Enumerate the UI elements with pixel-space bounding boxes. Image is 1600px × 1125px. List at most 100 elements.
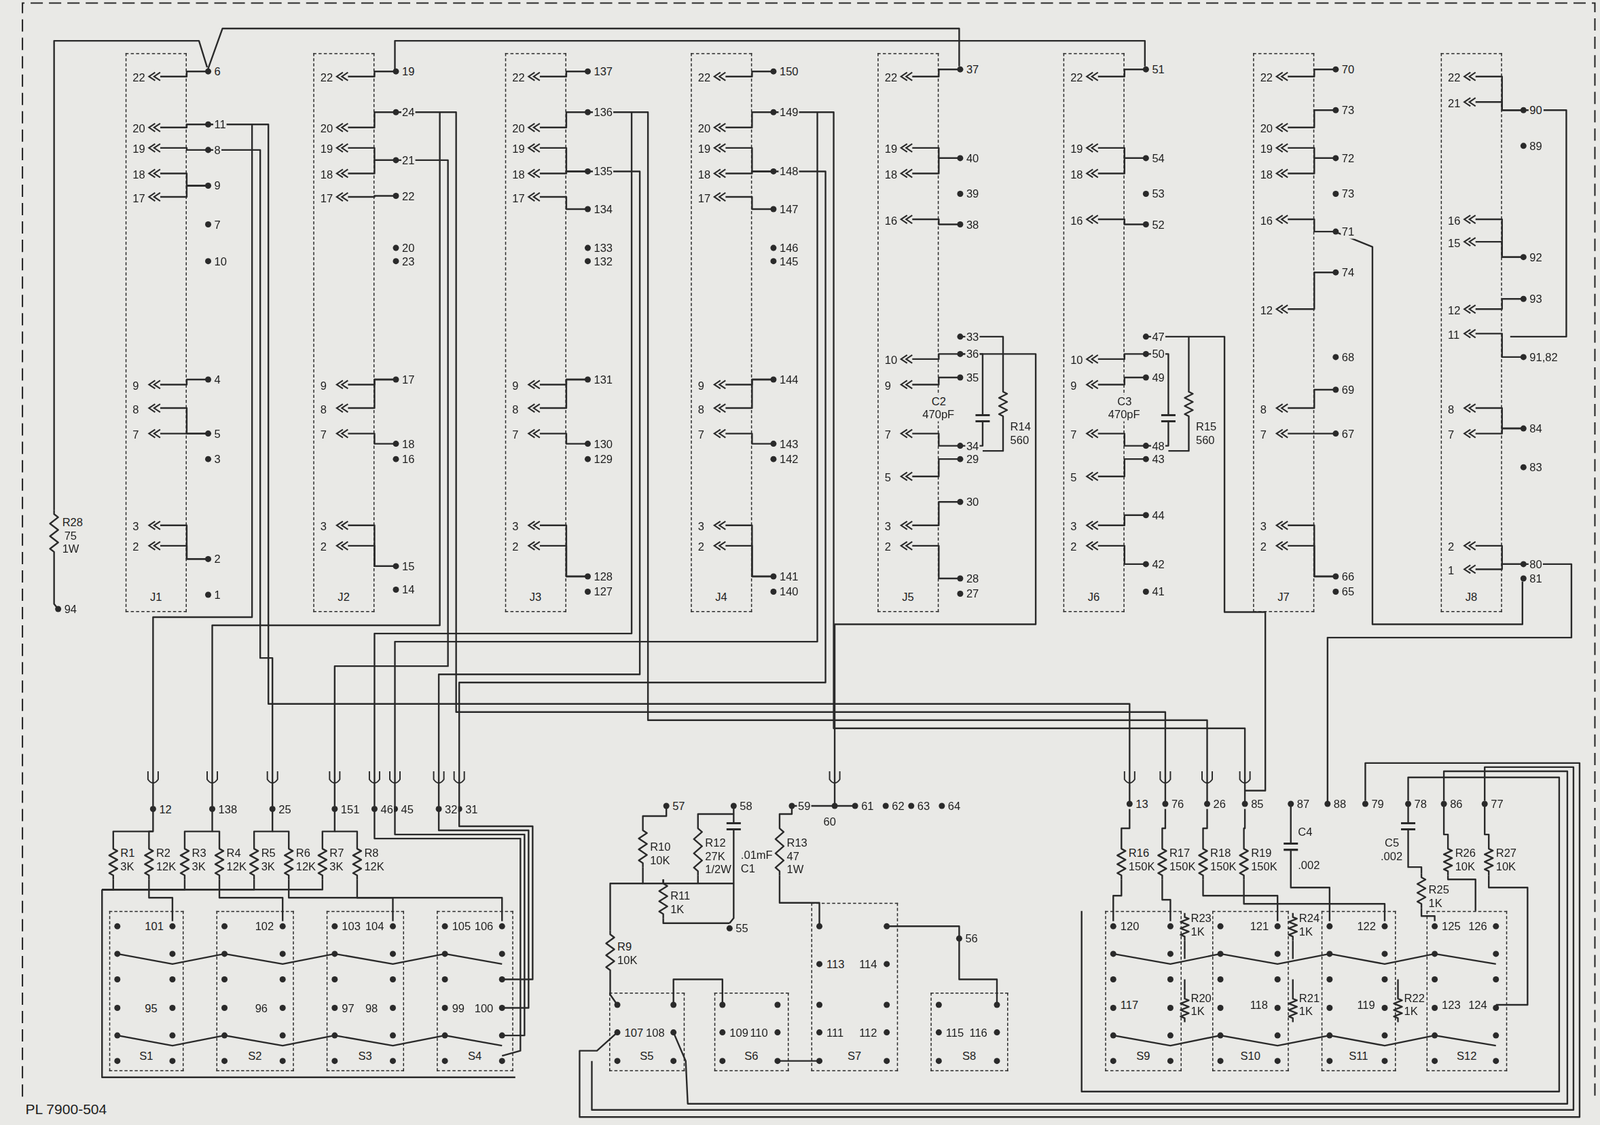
resistor-label: R1 (119, 846, 136, 860)
terminal-dot (1161, 801, 1169, 808)
terminal-dot (1110, 950, 1117, 957)
pin-symbol (148, 380, 161, 389)
pin-symbol (901, 521, 913, 530)
component-value: 150K (1168, 859, 1197, 874)
component-value: 1K (1189, 1004, 1206, 1018)
pin-symbol (148, 143, 161, 153)
terminal-dot (584, 573, 591, 580)
terminal-dot (770, 258, 777, 265)
terminal-dot (1142, 154, 1150, 161)
terminal-dot (279, 950, 286, 957)
wire (184, 809, 213, 846)
wire (1421, 907, 1435, 922)
pin-number: 12 (1259, 303, 1274, 318)
terminal-number: 133 (592, 241, 614, 255)
pin-number: 3 (1069, 520, 1078, 534)
terminal-number: 15 (401, 559, 416, 574)
component-value: 27K (704, 849, 726, 864)
switch-block: S7 (811, 903, 898, 1072)
terminal-number: 13 (1134, 797, 1150, 811)
terminal-number: 135 (592, 165, 614, 179)
terminal-number: 105 (450, 920, 472, 934)
pin-number: 2 (696, 540, 705, 555)
terminal-dot (1481, 801, 1488, 808)
terminal-dot (816, 923, 823, 930)
wire (160, 71, 208, 77)
component-value: 1K (669, 902, 686, 917)
wire (160, 546, 208, 560)
terminal-dot (1492, 976, 1499, 983)
pin-number: 20 (696, 122, 712, 136)
wire (725, 171, 773, 174)
wire (1113, 879, 1122, 922)
pin-number: 7 (1447, 427, 1456, 442)
pin-symbol (1464, 541, 1476, 551)
connector-name: J8 (1464, 590, 1478, 605)
wire (148, 831, 153, 846)
pin-number: 9 (131, 378, 140, 393)
component-value: 3K (190, 859, 207, 874)
terminal-dot (882, 803, 889, 810)
wire (1287, 148, 1335, 159)
terminal-dot (279, 1005, 286, 1012)
terminal-dot (1332, 154, 1339, 161)
switch-name: S10 (1239, 1049, 1262, 1064)
terminal-dot (1332, 588, 1339, 595)
terminal-dot (389, 976, 396, 983)
pin-symbol (336, 72, 349, 81)
terminal-dot (883, 1058, 890, 1065)
terminal-number: 58 (738, 799, 754, 813)
terminal-dot (1142, 456, 1150, 463)
terminal-dot (221, 1058, 228, 1065)
connector-block: 221918161097532J5 (877, 52, 939, 612)
wire (459, 171, 826, 807)
wire (912, 377, 959, 386)
terminal-dot (956, 190, 963, 197)
terminal-dot (1492, 1032, 1499, 1040)
terminal-dot (1520, 253, 1527, 261)
pin-symbol (1276, 72, 1289, 81)
terminal-dot (670, 1058, 677, 1065)
wire (160, 408, 208, 434)
shield-symbol (1159, 771, 1171, 784)
terminal-dot (584, 206, 591, 213)
terminal-dot (1332, 228, 1339, 235)
pin-number: 3 (131, 520, 140, 534)
switch-name: S2 (247, 1049, 263, 1064)
pin-number: 18 (696, 167, 712, 182)
terminal-number: 73 (1340, 103, 1355, 118)
wire (347, 160, 395, 174)
shield-symbol (433, 771, 445, 784)
wire (725, 112, 773, 128)
terminal-dot (435, 806, 443, 813)
switch-name: S1 (138, 1049, 155, 1064)
terminal-number: 79 (1370, 797, 1385, 811)
pin-number: 10 (1069, 353, 1084, 368)
terminal-number: 40 (965, 151, 980, 166)
terminal-number: 88 (1332, 797, 1347, 811)
pin-number: 19 (511, 142, 526, 157)
terminal-dot (392, 68, 399, 75)
pin-number: 20 (511, 122, 526, 136)
wire (212, 112, 441, 807)
wire (347, 71, 395, 77)
pin-number: 22 (1259, 70, 1274, 85)
pin-number: 7 (131, 427, 140, 442)
wire (1510, 110, 1567, 337)
component-value: .002 (1379, 849, 1404, 864)
wire (288, 879, 393, 922)
terminal-dot (279, 1058, 286, 1065)
terminal-number: 50 (1151, 347, 1166, 362)
resistor-label: R18 (1209, 846, 1232, 860)
pin-symbol (1464, 72, 1476, 81)
terminal-number: 61 (860, 799, 875, 813)
terminal-dot (1381, 1005, 1388, 1012)
terminal-number: 16 (401, 452, 416, 466)
terminal-number: 136 (592, 105, 614, 120)
terminal-dot (1217, 950, 1224, 957)
wire (1287, 158, 1335, 174)
pin-number: 9 (1069, 378, 1078, 393)
pin-symbol (901, 169, 913, 178)
pin-symbol (148, 123, 161, 132)
pin-number: 19 (1259, 142, 1274, 157)
